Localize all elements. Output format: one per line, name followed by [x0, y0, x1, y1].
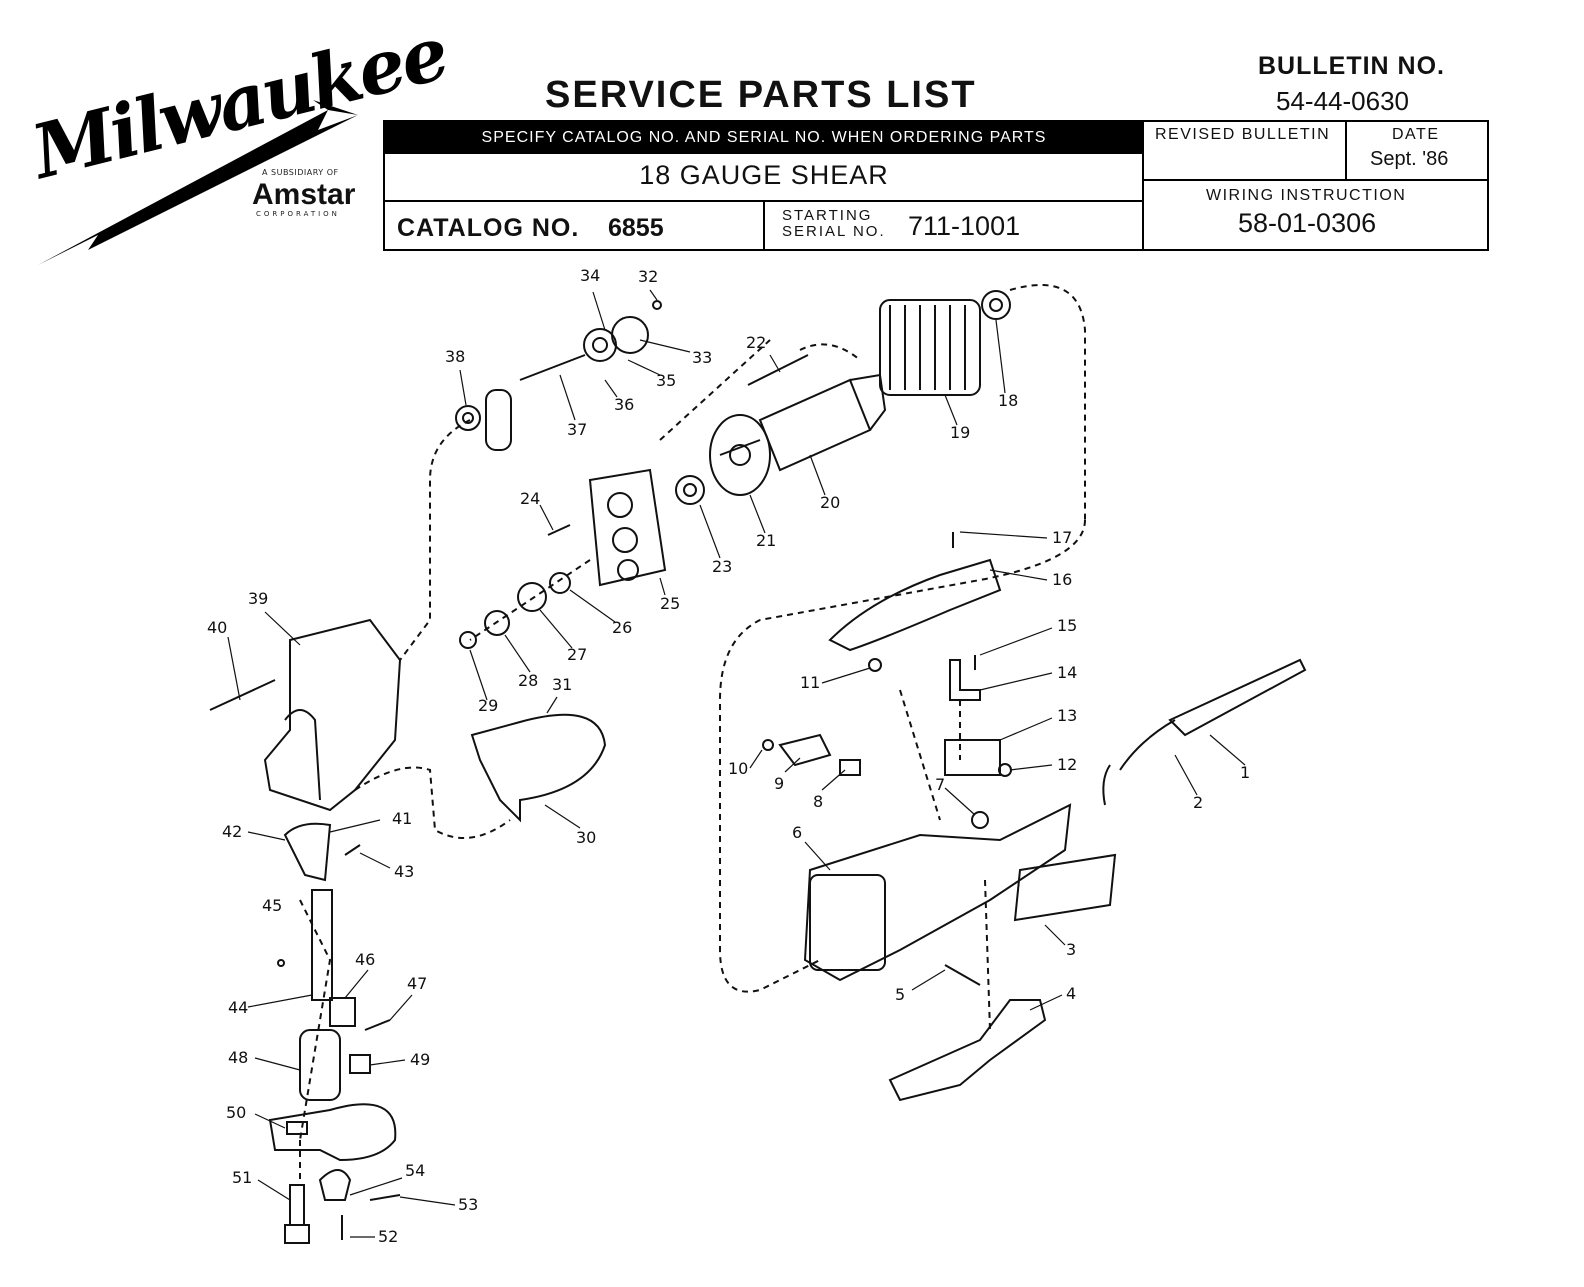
callout-19: 19 — [950, 423, 970, 442]
callout-46: 46 — [355, 950, 375, 969]
callout-7: 7 — [935, 775, 945, 794]
product-name: 18 GAUGE SHEAR — [639, 160, 889, 190]
catalog-number: 6855 — [608, 214, 664, 242]
bulletin-label: BULLETIN NO. — [1258, 52, 1445, 80]
callout-8: 8 — [813, 792, 823, 811]
callout-40: 40 — [207, 618, 227, 637]
callout-38: 38 — [445, 347, 465, 366]
callout-24: 24 — [520, 489, 540, 508]
table-divider — [1142, 179, 1489, 181]
callout-13: 13 — [1057, 706, 1077, 725]
callout-27: 27 — [567, 645, 587, 664]
bulletin-number: 54-44-0630 — [1276, 86, 1409, 116]
corporation-text: CORPORATION — [256, 210, 340, 218]
callout-34: 34 — [580, 266, 600, 285]
specify-note: SPECIFY CATALOG NO. AND SERIAL NO. WHEN … — [385, 122, 1143, 154]
serial-label: SERIAL NO. — [782, 223, 886, 240]
callout-16: 16 — [1052, 570, 1072, 589]
callout-4: 4 — [1066, 984, 1076, 1003]
date-label: DATE — [1392, 126, 1440, 143]
callout-22: 22 — [746, 333, 766, 352]
subsidiary-text: A SUBSIDIARY OF — [262, 168, 339, 177]
catalog-label: CATALOG NO. — [397, 214, 580, 242]
callout-39: 39 — [248, 589, 268, 608]
callout-29: 29 — [478, 696, 498, 715]
callout-36: 36 — [614, 395, 634, 414]
exploded-parts-diagram: 1 2 3 4 5 6 7 8 9 10 11 12 13 14 15 16 1… — [207, 266, 1307, 1246]
callout-20: 20 — [820, 493, 840, 512]
callout-25: 25 — [660, 594, 680, 613]
table-divider — [1142, 120, 1144, 251]
wiring-instruction-number: 58-01-0306 — [1238, 208, 1377, 238]
callout-labels: 1 2 3 4 5 6 7 8 9 10 11 12 13 14 15 16 1… — [207, 266, 1250, 1246]
callout-10: 10 — [728, 759, 748, 778]
callout-51: 51 — [232, 1168, 252, 1187]
callout-28: 28 — [518, 671, 538, 690]
milwaukee-logo — [28, 70, 373, 270]
callout-5: 5 — [895, 985, 905, 1004]
callout-48: 48 — [228, 1048, 248, 1067]
callout-12: 12 — [1057, 755, 1077, 774]
callout-18: 18 — [998, 391, 1018, 410]
callout-31: 31 — [552, 675, 572, 694]
callout-26: 26 — [612, 618, 632, 637]
callout-17: 17 — [1052, 528, 1072, 547]
callout-1: 1 — [1240, 763, 1250, 782]
date-value: Sept. '86 — [1370, 148, 1449, 170]
page-title: SERVICE PARTS LIST — [545, 74, 977, 116]
callout-53: 53 — [458, 1195, 478, 1214]
callout-11: 11 — [800, 673, 820, 692]
callout-42: 42 — [222, 822, 242, 841]
callout-44: 44 — [228, 998, 248, 1017]
callout-6: 6 — [792, 823, 802, 842]
callout-14: 14 — [1057, 663, 1077, 682]
callout-45: 45 — [262, 896, 282, 915]
revised-bulletin-label: REVISED BULLETIN — [1155, 126, 1331, 143]
starting-label: STARTING — [782, 207, 873, 224]
callout-2: 2 — [1193, 793, 1203, 812]
starting-serial-label: STARTING SERIAL NO. — [782, 208, 886, 240]
amstar-logo: Amstar — [252, 178, 356, 211]
callout-3: 3 — [1066, 940, 1076, 959]
table-divider — [763, 201, 765, 251]
callout-54: 54 — [405, 1161, 425, 1180]
callout-49: 49 — [410, 1050, 430, 1069]
callout-35: 35 — [656, 371, 676, 390]
callout-41: 41 — [392, 809, 412, 828]
table-divider — [383, 200, 1143, 202]
callout-33: 33 — [692, 348, 712, 367]
callout-32: 32 — [638, 267, 658, 286]
callout-21: 21 — [756, 531, 776, 550]
callout-23: 23 — [712, 557, 732, 576]
callout-50: 50 — [226, 1103, 246, 1122]
callout-9: 9 — [774, 774, 784, 793]
starting-serial-number: 711-1001 — [908, 211, 1021, 241]
callout-43: 43 — [394, 862, 414, 881]
callout-52: 52 — [378, 1227, 398, 1246]
callout-15: 15 — [1057, 616, 1077, 635]
callout-30: 30 — [576, 828, 596, 847]
wiring-instruction-label: WIRING INSTRUCTION — [1206, 187, 1407, 204]
callout-37: 37 — [567, 420, 587, 439]
table-divider — [1345, 120, 1347, 180]
callout-47: 47 — [407, 974, 427, 993]
info-table — [383, 120, 1489, 251]
